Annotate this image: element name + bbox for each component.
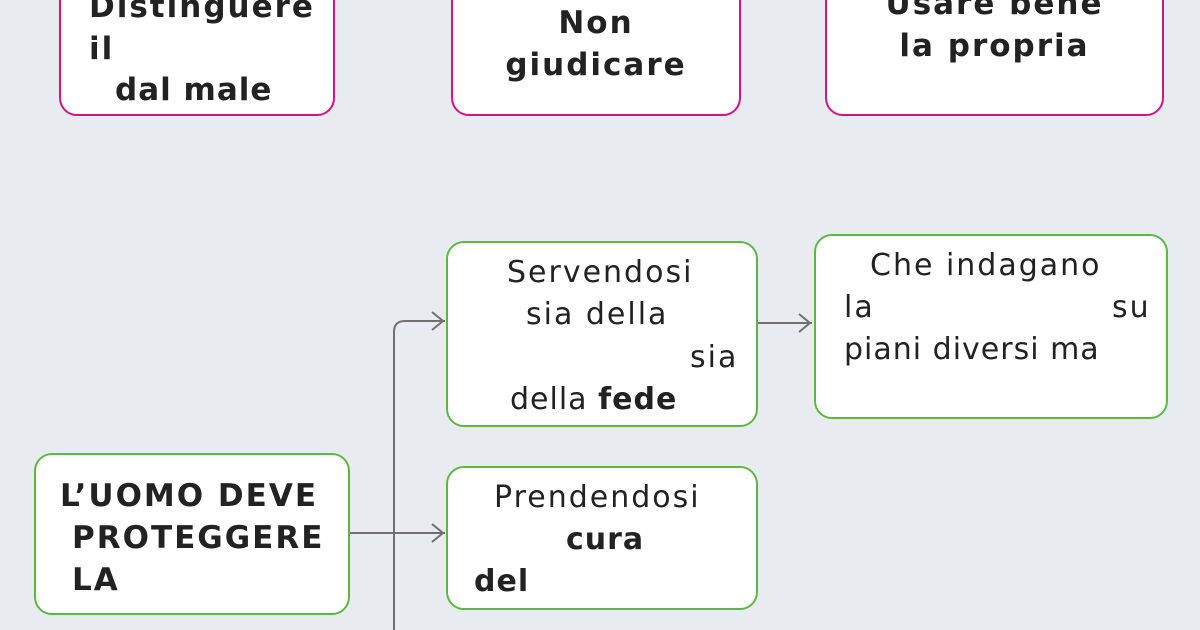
branch1-line4: della fede (510, 385, 677, 415)
branch2-line3: del (474, 564, 530, 599)
top-box-2-line1: Non (558, 5, 634, 41)
branch1-line1: Servendosi (507, 255, 694, 290)
top-box-2-line2: giudicare (505, 47, 687, 83)
detail-line3: piani diversi ma (844, 332, 1100, 367)
branch-prendendosi: Prendendosi cura del (446, 466, 758, 610)
detail-line2a: la (844, 290, 875, 325)
top-box-3-line1: Usare bene (885, 0, 1104, 22)
detail-line2b: su (1112, 290, 1151, 325)
top-box-distinguere: Distinguere il dal male (59, 0, 335, 116)
branch1-line3: sia (690, 340, 739, 375)
main-node-line3: LA (72, 562, 120, 598)
top-box-1-line1: Distinguere (89, 0, 315, 25)
detail-line1: Che indagano (870, 248, 1102, 283)
branch-detail-indagano: Che indagano la su piani diversi ma (814, 234, 1168, 419)
connector-trunk-to-branch1 (393, 320, 445, 630)
branch1-line4-prefix: della (510, 382, 588, 417)
top-box-1-line3: dal male (115, 72, 273, 108)
main-node-line2: PROTEGGERE (72, 520, 325, 556)
top-box-usare-bene: Usare bene la propria (825, 0, 1164, 116)
branch1-line4-bold: fede (598, 382, 678, 417)
branch2-line2: cura (566, 522, 645, 557)
main-node: L’UOMO DEVE PROTEGGERE LA (34, 453, 350, 615)
main-node-line1: L’UOMO DEVE (60, 478, 318, 514)
branch-servendosi: Servendosi sia della sia della fede (446, 241, 758, 427)
branch1-line2: sia della (526, 297, 669, 332)
top-box-non-giudicare: Non giudicare (451, 0, 741, 116)
top-box-3-line2: la propria (899, 28, 1090, 64)
top-box-1-line2: il (89, 31, 115, 67)
arrowhead-branch1 (431, 311, 445, 331)
arrowhead-branch2 (431, 523, 445, 543)
arrowhead-detail (798, 313, 812, 333)
branch2-line1: Prendendosi (494, 480, 701, 515)
